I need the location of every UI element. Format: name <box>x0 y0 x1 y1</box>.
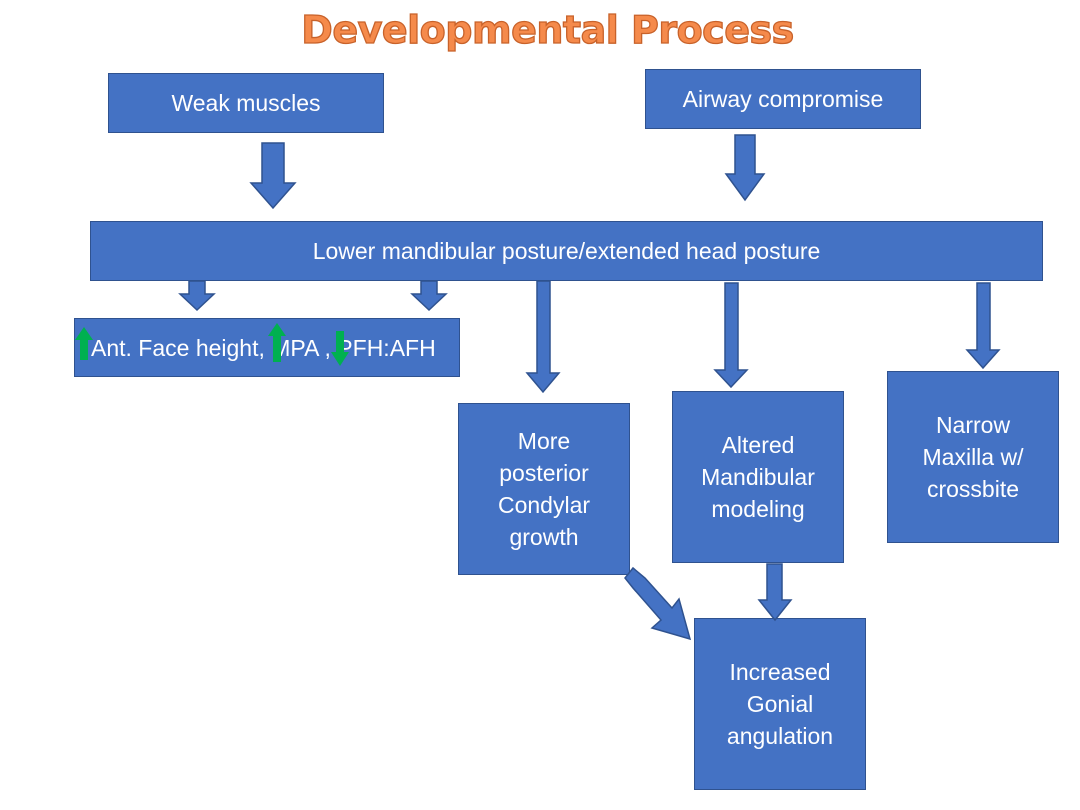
arrow-posture-to-maxilla <box>965 282 1001 370</box>
up-arrow-icon <box>75 327 93 360</box>
face-height-box: Ant. Face height, MPA , PFH:AFH <box>74 318 460 377</box>
up-arrow-icon <box>268 323 286 362</box>
arrow-posture-to-mandibular <box>713 282 749 389</box>
weak-muscles-box: Weak muscles <box>108 73 384 133</box>
narrow-maxilla-label: Narrow Maxilla w/ crossbite <box>922 412 1024 502</box>
gonial-angulation-label: Increased Gonial angulation <box>726 659 834 749</box>
diagram-title: Developmental Process <box>301 7 795 52</box>
arrow-mandibular-to-gonial <box>757 563 793 622</box>
arrow-posture-to-condylar <box>525 280 561 394</box>
arrow-airway-to-posture <box>724 134 766 202</box>
arrow-posture-to-face-height-right <box>410 280 448 312</box>
narrow-maxilla-box: Narrow Maxilla w/ crossbite <box>887 371 1059 543</box>
condylar-growth-box: More posterior Condylar growth <box>458 403 630 575</box>
weak-muscles-label: Weak muscles <box>171 90 321 116</box>
lower-posture-label: Lower mandibular posture/extended head p… <box>312 238 821 264</box>
condylar-growth-label: More posterior Condylar growth <box>497 428 591 550</box>
face-height-label: Ant. Face height, MPA , PFH:AFH <box>91 334 436 361</box>
mandibular-modeling-label: Altered Mandibular modeling <box>701 432 815 522</box>
down-arrow-icon <box>331 331 349 366</box>
arrow-condylar-to-gonial <box>624 566 692 641</box>
lower-posture-box: Lower mandibular posture/extended head p… <box>90 221 1043 281</box>
mandibular-modeling-box: Altered Mandibular modeling <box>672 391 844 563</box>
airway-compromise-label: Airway compromise <box>682 86 884 112</box>
arrow-posture-to-face-height-left <box>178 280 216 312</box>
gonial-angulation-box: Increased Gonial angulation <box>694 618 866 790</box>
arrow-weak-muscles-to-posture <box>249 142 297 210</box>
airway-compromise-box: Airway compromise <box>645 69 921 129</box>
